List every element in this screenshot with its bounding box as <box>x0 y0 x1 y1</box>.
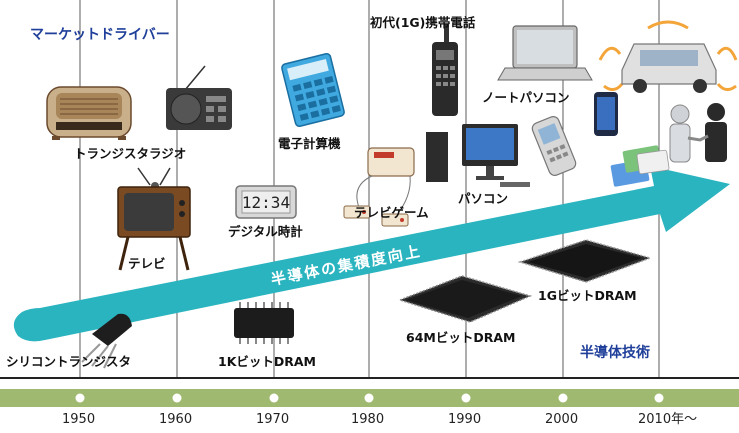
first-gen-phone-label: 初代(1G)携帯電話 <box>370 15 476 30</box>
dram-1g-label: 1GビットDRAM <box>538 288 637 303</box>
feature-phone-icon <box>531 116 577 176</box>
self-driving-car-icon <box>598 20 738 93</box>
laptop-icon <box>497 25 593 81</box>
market-drivers-heading: マーケットドライバー <box>30 27 170 43</box>
year-label: 2000 <box>545 412 579 427</box>
dram-chip-icon <box>517 239 653 283</box>
mobile-phone-icon <box>432 24 458 116</box>
personal-computer-label: パソコン <box>458 191 509 206</box>
dram-1k-label: 1KビットDRAM <box>218 354 316 369</box>
calculator-label: 電子計算機 <box>278 136 341 151</box>
year-label: 1960 <box>159 412 193 427</box>
dram-64m-label: 64MビットDRAM <box>406 330 516 345</box>
robot-handshake-icon <box>669 103 727 163</box>
year-label: 2010年～ <box>638 412 698 427</box>
year-label: 1990 <box>448 412 482 427</box>
desktop-pc-icon <box>426 124 530 187</box>
calculator-icon <box>281 53 345 127</box>
video-game-label: テレビゲーム <box>354 205 429 220</box>
dram-chip-icon <box>234 302 294 344</box>
timeline-markers <box>75 393 664 403</box>
smartphone-icon <box>594 92 618 136</box>
game-console-icon <box>343 147 415 227</box>
transistor-icon <box>81 313 132 369</box>
digital-clock-icon: 12:34 <box>235 185 297 219</box>
year-label: 1970 <box>256 412 290 427</box>
year-label: 1950 <box>62 412 96 427</box>
transistor-radio-label: トランジスタラジオ <box>74 146 187 161</box>
ic-card-icon <box>610 145 670 187</box>
tv-icon <box>117 167 191 271</box>
notebook-pc-label: ノートパソコン <box>482 90 570 105</box>
digital-clock-label: デジタル時計 <box>228 224 303 239</box>
semiconductor-tech-heading: 半導体技術 <box>580 345 650 361</box>
svg-text:12:34: 12:34 <box>242 193 290 212</box>
radio-icon <box>46 86 132 140</box>
tv-label: テレビ <box>128 256 166 271</box>
shortwave-radio-icon <box>166 65 232 130</box>
silicon-transistor-label: シリコントランジスタ <box>6 354 132 369</box>
year-label: 1980 <box>351 412 385 427</box>
dram-chip-icon <box>397 275 533 323</box>
